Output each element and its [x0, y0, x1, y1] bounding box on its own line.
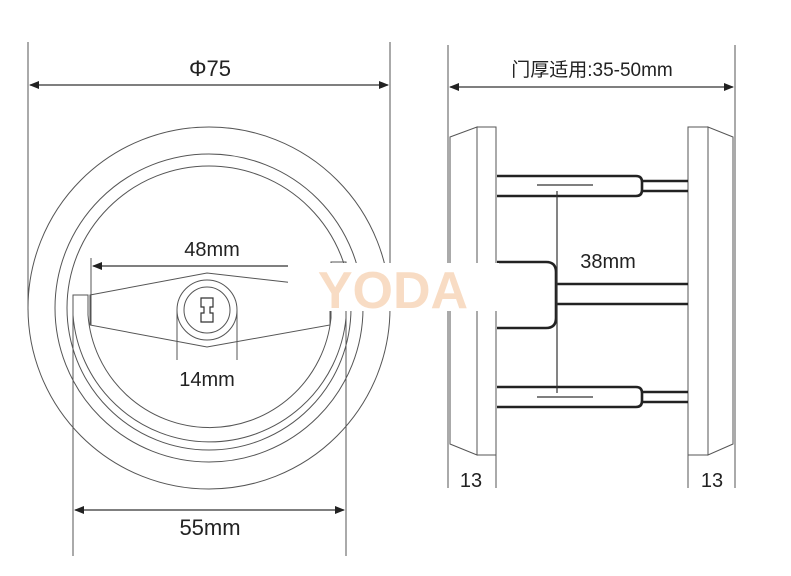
cylinder-outer: [176, 279, 238, 341]
side-view: 门厚适用:35-50mm 38mm 13 13: [447, 45, 736, 492]
cylinder-inner: [183, 286, 231, 334]
right-rose-plate: [687, 126, 709, 456]
ring-width-label: 55mm: [179, 515, 240, 540]
turn-handle: [89, 272, 331, 348]
left-rose-thickness-label: 13: [460, 470, 482, 492]
right-rose-thickness-label: 13: [701, 470, 723, 492]
cylinder-label: 14mm: [179, 369, 235, 391]
door-thickness-label: 门厚适用:35-50mm: [511, 59, 673, 81]
right-rose-bevel: [707, 126, 734, 456]
spindle: [497, 260, 688, 330]
yoda-watermark-logo: YODA: [288, 262, 499, 320]
keyhole-icon: [200, 297, 214, 323]
spindle-spacing-label: 38mm: [580, 251, 636, 273]
ring-pull-handle: [72, 261, 347, 443]
bottom-screw-post: [497, 385, 688, 409]
top-screw-post: [497, 174, 688, 198]
watermark-text: YODA: [318, 262, 468, 320]
handle-width-label: 48mm: [184, 239, 240, 261]
diameter-label: Φ75: [189, 56, 231, 81]
